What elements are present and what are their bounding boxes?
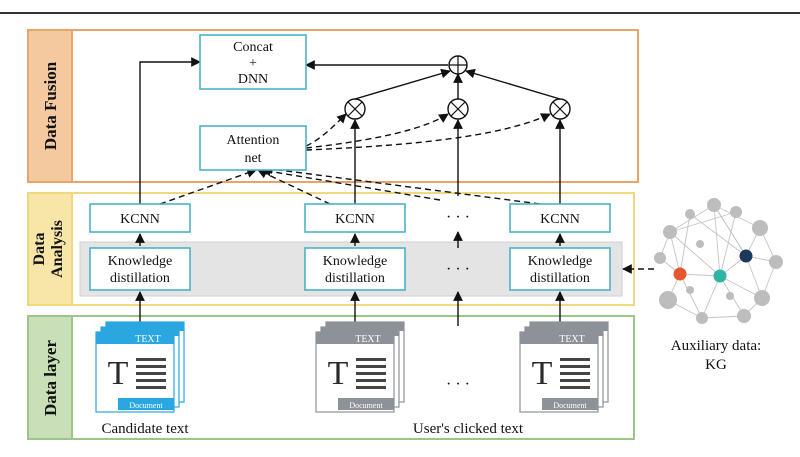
- ellipsis-kcnn-row: · · ·: [446, 209, 470, 226]
- clicked-doc-2-letter: T: [532, 355, 553, 392]
- dash-kcnn2-to-attention: [257, 169, 331, 205]
- concat-dnn-rect: [199, 34, 307, 90]
- arrow-product3-to-sum: [465, 68, 561, 100]
- dash-attention-to-product2: [305, 113, 449, 149]
- product-node-1: [344, 98, 366, 120]
- data-analysis-tab: [27, 192, 73, 306]
- concat-dnn-box: Concat + DNN: [199, 34, 307, 90]
- kg-node-navy: [739, 249, 753, 263]
- kd-label-2a: Knowledge: [323, 254, 388, 269]
- dash-kcnn3-to-attention: [263, 164, 541, 205]
- kd-label-1b: distillation: [110, 271, 170, 286]
- clicked-doc-1-header: TEXT: [355, 334, 381, 345]
- kg-node-red: [673, 267, 687, 281]
- data-fusion-tab: [27, 29, 73, 183]
- data-layer-tab: [27, 315, 73, 440]
- product-node-3: [549, 98, 571, 120]
- connections: [135, 57, 654, 326]
- dash-attention-to-product1: [305, 113, 347, 147]
- product-x1-b: [347, 101, 363, 117]
- kcnn-box-candidate: KCNN: [89, 203, 191, 233]
- dashed-connections: [159, 113, 654, 274]
- candidate-doc-footer: Document: [129, 401, 163, 410]
- kd-box-candidate: Knowledge distillation: [89, 247, 191, 291]
- kg-edges: [659, 204, 777, 319]
- clicked-doc-icon-2: TEXT T Document: [519, 321, 609, 413]
- ellipsis-doc-row: · · ·: [446, 376, 470, 393]
- data-analysis-label-line2: Analysis: [49, 220, 66, 278]
- clicked-doc-icon-1: TEXT T Document: [315, 321, 405, 413]
- knowledge-graph-icon: [654, 198, 783, 324]
- candidate-doc-icon: TEXT T Document: [95, 321, 185, 413]
- ellipsis-kd-row: · · ·: [446, 261, 470, 278]
- kd-label-1a: Knowledge: [108, 254, 173, 269]
- data-layer-label: Data layer: [41, 340, 60, 416]
- kcnn-rect-3: [509, 203, 611, 233]
- product-x2-b: [450, 101, 466, 117]
- clicked-text-caption: User's clicked text: [413, 421, 524, 437]
- kcnn-label-1: KCNN: [120, 212, 160, 227]
- candidate-doc-header: TEXT: [135, 334, 161, 345]
- data-analysis-label-line1: Data: [31, 233, 48, 266]
- clicked-doc-1-letter: T: [328, 355, 349, 392]
- kg-node-teal: [713, 269, 727, 283]
- data-fusion-layer: Data Fusion: [27, 29, 639, 183]
- sum-node: [448, 55, 468, 75]
- attention-net-box: Attention net: [199, 125, 307, 171]
- clicked-doc-1-footer: Document: [349, 401, 383, 410]
- kcnn-rect-1: [89, 203, 191, 233]
- attention-net-rect: [199, 125, 307, 171]
- arrow-product1-to-sum: [354, 68, 451, 100]
- concat-plus: +: [249, 56, 257, 71]
- arrow-kcnn1-to-concat: [139, 57, 201, 204]
- kg-nodes: [654, 198, 783, 324]
- aux-data-caption-line1: Auxiliary data:: [671, 338, 761, 354]
- dash-kcnn1-to-attention: [159, 168, 257, 205]
- aux-data-caption-line2: KG: [705, 357, 727, 373]
- kd-rect-2: [304, 247, 406, 291]
- attention-label: Attention: [227, 133, 280, 148]
- kcnn-rect-2: [304, 203, 406, 233]
- net-label: net: [244, 151, 261, 166]
- clicked-doc-2-footer: Document: [553, 401, 587, 410]
- product-x3-b: [552, 101, 568, 117]
- kd-label-3a: Knowledge: [528, 254, 593, 269]
- kd-label-2b: distillation: [325, 271, 385, 286]
- kcnn-label-3: KCNN: [540, 212, 580, 227]
- product-node-2: [447, 98, 469, 120]
- candidate-doc-letter: T: [108, 355, 129, 392]
- kcnn-box-clicked-1: KCNN: [304, 203, 406, 233]
- kd-box-clicked-1: Knowledge distillation: [304, 247, 406, 291]
- data-fusion-label: Data Fusion: [41, 61, 60, 150]
- dash-ellipsis-to-attention: [261, 166, 441, 201]
- kd-rect-1: [89, 247, 191, 291]
- concat-label: Concat: [233, 40, 273, 55]
- dash-attention-to-product3: [305, 113, 551, 151]
- kcnn-label-2: KCNN: [335, 212, 375, 227]
- dnn-label: DNN: [238, 72, 268, 87]
- candidate-text-caption: Candidate text: [101, 421, 189, 437]
- clicked-doc-2-header: TEXT: [559, 334, 585, 345]
- kd-rect-3: [509, 247, 611, 291]
- kd-label-3b: distillation: [530, 271, 590, 286]
- kcnn-box-clicked-2: KCNN: [509, 203, 611, 233]
- kd-box-clicked-2: Knowledge distillation: [509, 247, 611, 291]
